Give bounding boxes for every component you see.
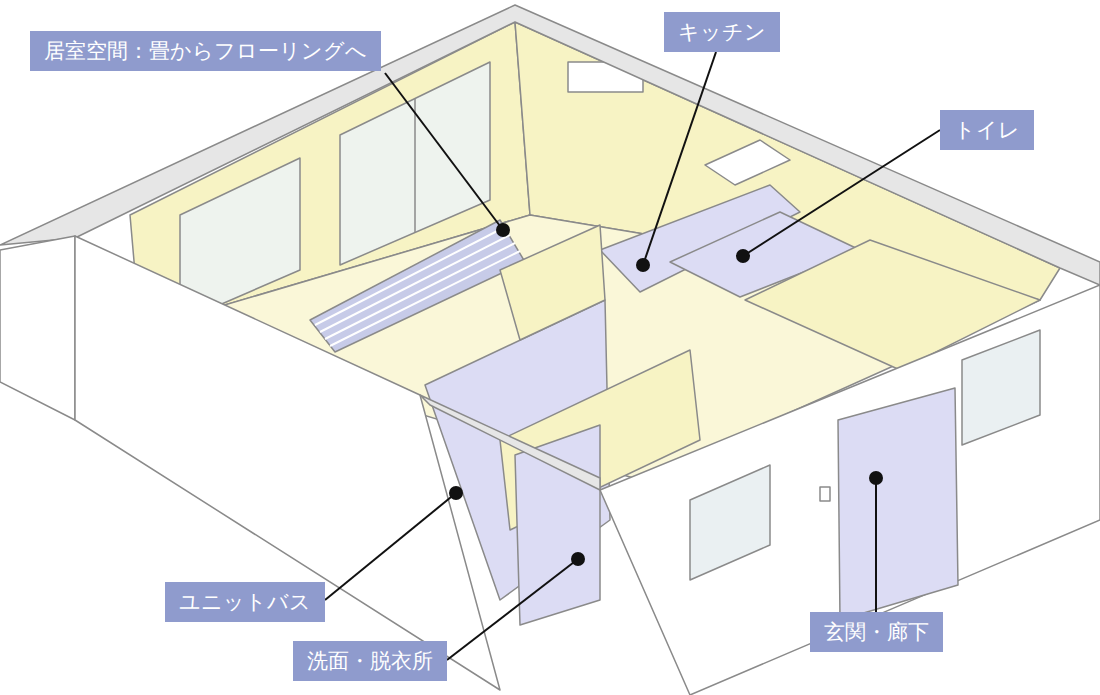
- label-text: ユニットバス: [179, 587, 311, 617]
- leader-line: [447, 559, 578, 660]
- label-text: トイレ: [954, 115, 1020, 145]
- label-text: キッチン: [678, 17, 766, 47]
- marker-dot: [869, 471, 883, 485]
- wall-top: [420, 395, 600, 490]
- flooring-stripes: [315, 227, 520, 346]
- marker-dot: [636, 258, 650, 272]
- leader-lines: [325, 52, 940, 660]
- entrance-door: [838, 388, 958, 620]
- label-box: ユニットバス: [165, 582, 325, 622]
- partition: [500, 225, 605, 340]
- label-box: 洗面・脱衣所: [293, 641, 447, 681]
- leader-line: [643, 52, 716, 265]
- flooring: [310, 220, 525, 352]
- leader-line: [743, 130, 940, 256]
- marker-dot: [496, 223, 510, 237]
- label-box: トイレ: [940, 110, 1034, 150]
- label-text: 洗面・脱衣所: [307, 646, 433, 676]
- label-text: 居室空間：畳からフローリングへ: [44, 36, 367, 66]
- label-box: キッチン: [664, 12, 780, 52]
- label-box: 居室空間：畳からフローリングへ: [30, 31, 381, 71]
- wall-top: [0, 5, 1100, 285]
- marker-dots: [449, 223, 883, 566]
- marker-dot: [571, 552, 585, 566]
- leader-line: [875, 478, 877, 612]
- window-frame: [414, 98, 416, 232]
- label-text: 玄関・廊下: [824, 617, 929, 647]
- leader-line: [325, 493, 456, 600]
- kitchen-hood: [705, 140, 790, 185]
- outer-wall: [75, 236, 500, 690]
- marker-dot: [449, 486, 463, 500]
- outer-wall: [0, 236, 75, 420]
- label-box: 玄関・廊下: [810, 612, 943, 652]
- wash-cabinet: [515, 425, 600, 625]
- switch: [820, 487, 830, 501]
- window: [962, 330, 1040, 445]
- marker-dot: [736, 249, 750, 263]
- window: [690, 465, 770, 580]
- outer-wall: [600, 285, 1100, 695]
- leader-line: [385, 73, 503, 230]
